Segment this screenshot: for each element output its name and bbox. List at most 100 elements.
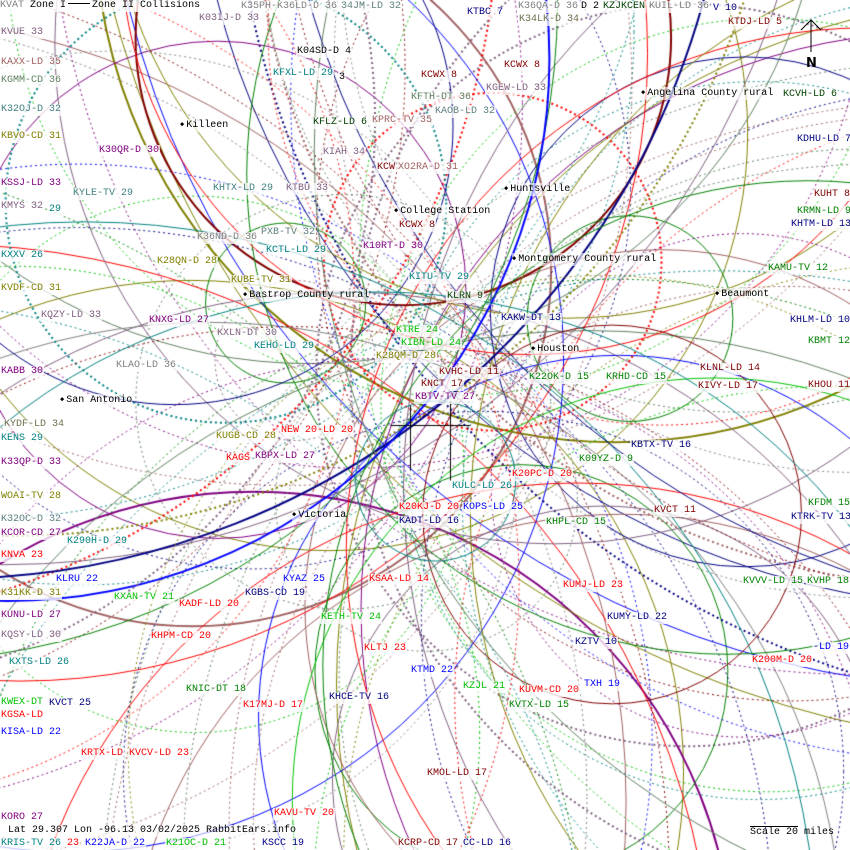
- station-label[interactable]: KVTX-LD 15: [508, 700, 571, 712]
- station-label[interactable]: KETH-TV 24: [320, 612, 383, 624]
- station-label[interactable]: KMYS 32: [0, 201, 45, 213]
- station-label[interactable]: KUMY-LD 22: [606, 612, 669, 624]
- station-label[interactable]: KTBC 7: [466, 7, 505, 19]
- station-label[interactable]: KQZY-LD 33: [40, 310, 103, 322]
- station-label[interactable]: KFLZ-LD 6: [312, 117, 369, 129]
- station-label[interactable]: KUHT 8: [813, 189, 850, 201]
- station-label[interactable]: KNCT 17: [420, 379, 465, 391]
- station-label[interactable]: KBPX-LD 27: [254, 451, 317, 463]
- station-label[interactable]: KUVM-CD 20: [518, 685, 581, 697]
- station-label[interactable]: KENS 29: [0, 433, 45, 445]
- station-label[interactable]: KLAO-LD 36: [115, 360, 178, 372]
- station-label[interactable]: KLNL-LD 14: [699, 363, 762, 375]
- station-label[interactable]: KPRC-TV 35: [371, 115, 434, 127]
- station-label[interactable]: KXLN-DT 30: [216, 328, 279, 340]
- station-label[interactable]: KADT-LD 16: [398, 516, 461, 528]
- station-label[interactable]: KFDM 15: [807, 498, 850, 510]
- station-label[interactable]: KEHO-LD 29: [253, 341, 316, 353]
- station-label[interactable]: KVCT 11: [653, 505, 698, 517]
- station-label[interactable]: KBTX-TV 16: [630, 440, 693, 452]
- station-label[interactable]: K200M-D 20: [751, 655, 814, 667]
- station-label[interactable]: D 2: [580, 1, 601, 13]
- station-label[interactable]: -LD 19: [812, 642, 850, 654]
- station-label[interactable]: KVCV-LD 23: [128, 748, 191, 760]
- station-label[interactable]: 34JM-LD 32: [340, 1, 403, 13]
- station-label[interactable]: KAXX-LD 35: [0, 57, 63, 69]
- station-label[interactable]: KADF-LD 20: [178, 599, 241, 611]
- station-label[interactable]: KVHC-LD 11: [438, 367, 501, 379]
- station-label[interactable]: K20KJ-D 20: [398, 502, 461, 514]
- station-label[interactable]: K33QP-D 33: [0, 457, 63, 469]
- station-label[interactable]: KRTX-LD: [80, 748, 125, 760]
- station-label[interactable]: KORO 27: [0, 812, 45, 824]
- station-label[interactable]: KVHP 18: [806, 576, 850, 588]
- station-label[interactable]: V 10: [712, 3, 739, 15]
- station-label[interactable]: K32OC-D 32: [0, 514, 63, 526]
- station-label[interactable]: K22JA-D 22: [84, 838, 147, 850]
- station-label[interactable]: KISA-LD 22: [0, 727, 63, 739]
- station-label[interactable]: K34LK-D 34: [518, 14, 581, 26]
- station-label[interactable]: K31KK-D 31: [0, 588, 63, 600]
- station-label[interactable]: KUIL-LD 36: [648, 1, 711, 13]
- station-label[interactable]: 29: [48, 204, 63, 216]
- station-label[interactable]: KLRU 22: [55, 574, 100, 586]
- station-label[interactable]: 3: [338, 72, 347, 84]
- station-label[interactable]: KNXG-LD 27: [148, 315, 211, 327]
- station-label[interactable]: KUMJ-LD 23: [562, 580, 625, 592]
- station-label[interactable]: K10RT-D 30: [362, 241, 425, 253]
- station-label[interactable]: KHTX-LD 29: [212, 183, 275, 195]
- station-label[interactable]: KXXV 26: [0, 250, 45, 262]
- station-label[interactable]: KHLM-LD 10: [789, 315, 850, 327]
- station-label[interactable]: KXTS-LD 26: [8, 657, 71, 669]
- station-label[interactable]: K22OK-D 15: [528, 372, 591, 384]
- station-label[interactable]: K32OJ-D 32: [0, 104, 63, 116]
- station-label[interactable]: KMOL-LD 17: [426, 768, 489, 780]
- station-label[interactable]: KCWX 8: [420, 70, 459, 82]
- station-label[interactable]: KCTL-LD 29: [265, 245, 328, 257]
- station-label[interactable]: KRIS-TV 26: [0, 838, 63, 850]
- station-label[interactable]: KVUE 33: [0, 27, 45, 39]
- station-label[interactable]: KBTV-TV 27: [414, 392, 477, 404]
- station-label[interactable]: PXB-TV 32: [260, 227, 317, 239]
- station-label[interactable]: KOPS-LD 25: [462, 502, 525, 514]
- station-label[interactable]: KCVH-LD 6: [782, 89, 839, 101]
- station-label[interactable]: KCWX 8: [398, 220, 437, 232]
- station-label[interactable]: KYLE-TV 29: [72, 188, 135, 200]
- station-label[interactable]: KGMM-CD 36: [0, 75, 63, 87]
- station-label[interactable]: KCW: [376, 162, 397, 174]
- station-label[interactable]: KLRN 9: [446, 291, 485, 303]
- station-label[interactable]: KZTV 10: [574, 637, 619, 649]
- station-label[interactable]: KXAN-TV 21: [113, 592, 176, 604]
- station-label[interactable]: WOAI-TV 28: [0, 491, 63, 503]
- station-label[interactable]: KUNU-LD 27: [0, 610, 63, 622]
- station-label[interactable]: K290H-D 29: [66, 536, 129, 548]
- station-label[interactable]: KAGS: [225, 453, 252, 465]
- station-label[interactable]: K36QA-D 36: [517, 1, 580, 13]
- station-label[interactable]: KSAA-LD 14: [368, 574, 431, 586]
- station-label[interactable]: KGSA-LD: [0, 710, 45, 722]
- station-label[interactable]: K17MJ-D 17: [242, 700, 305, 712]
- station-label[interactable]: KVVV-LD 15: [742, 576, 805, 588]
- station-label[interactable]: KWEX-DT: [0, 697, 45, 709]
- station-label[interactable]: K09YZ-D 9: [578, 454, 635, 466]
- station-label[interactable]: KFTH-DT 36: [410, 92, 473, 104]
- station-label[interactable]: KUGB-CD 28: [215, 431, 278, 443]
- station-label[interactable]: KZJKCEN: [602, 1, 647, 13]
- station-label[interactable]: KIAH 34: [322, 147, 367, 159]
- station-label[interactable]: KIVY-LD 17: [697, 381, 760, 393]
- station-label[interactable]: KZJL 21: [462, 681, 507, 693]
- station-label[interactable]: KHPL-CD 15: [545, 517, 608, 529]
- station-label[interactable]: K35PH-K36LD-D 36: [240, 1, 339, 13]
- station-label[interactable]: KIBN-LD 24: [400, 338, 463, 350]
- station-label[interactable]: KGBS-CD 19: [244, 588, 307, 600]
- station-label[interactable]: KDHU-LD 7: [796, 134, 850, 146]
- station-label[interactable]: KYDF-LD 34: [3, 419, 66, 431]
- station-label[interactable]: K04SD-D 4: [296, 46, 353, 58]
- station-label[interactable]: KHPM-CD 20: [150, 631, 213, 643]
- station-label[interactable]: KRMN-LD 9: [796, 206, 850, 218]
- station-label[interactable]: CC-LD 16: [462, 838, 513, 850]
- station-label[interactable]: KAMU-TV 12: [767, 263, 830, 275]
- station-label[interactable]: KRHD-CD 15: [605, 372, 668, 384]
- station-label[interactable]: K20PC-D 20: [511, 469, 574, 481]
